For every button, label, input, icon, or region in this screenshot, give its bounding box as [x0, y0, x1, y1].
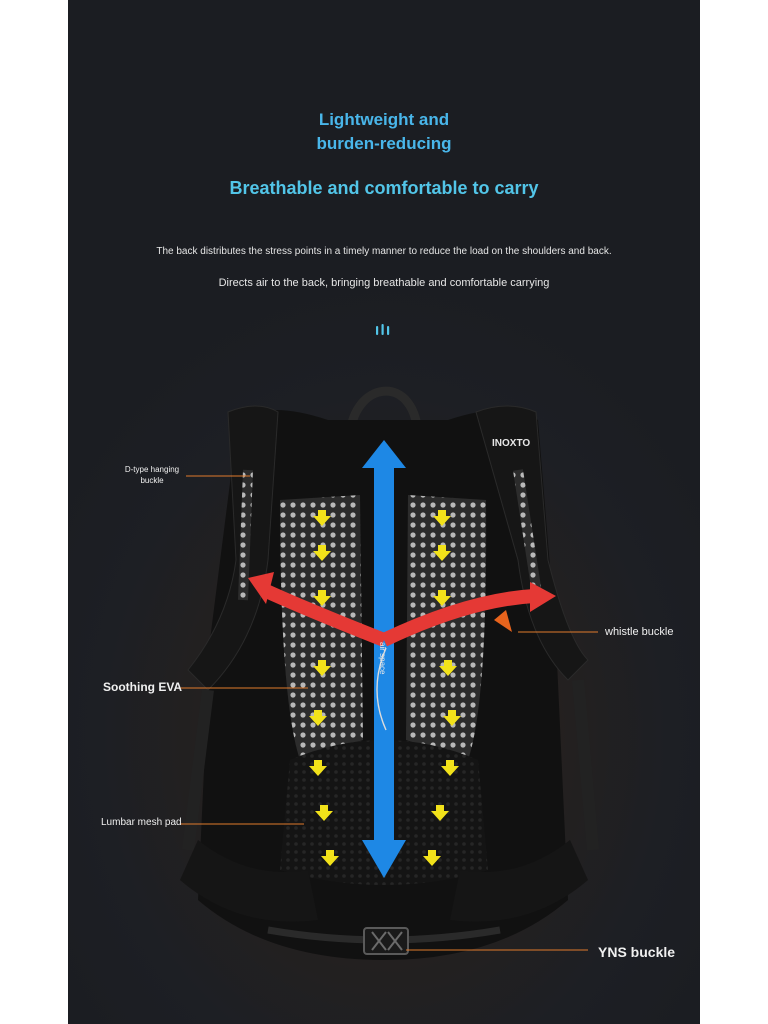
vertical-airflow-arrow	[362, 440, 406, 878]
product-panel: Lightweight and burden-reducing Breathab…	[68, 0, 700, 1024]
yns-buckle-label: YNS buckle	[598, 944, 676, 960]
brand-text: INOXTO	[492, 438, 530, 449]
subheadline: Breathable and comfortable to carry	[229, 178, 539, 198]
callout-lines	[178, 475, 598, 951]
yellow-pressure-arrows	[309, 510, 461, 866]
soothing-eva-label: Soothing EVA	[103, 680, 183, 694]
headline-line-2: burden-reducing	[316, 134, 452, 153]
air-space-text: air space	[378, 642, 387, 675]
lumbar-mesh-pad-label: Lumbar mesh pad	[101, 817, 182, 828]
right-airflow-arrow	[380, 589, 535, 647]
headline: Lightweight and burden-reducing	[68, 108, 700, 156]
d-hanging-buckle-label: D-type hanging buckle	[124, 465, 180, 485]
left-back-panel	[280, 495, 363, 760]
left-hip-belt	[180, 840, 318, 922]
headline-line-1: Lightweight and	[318, 110, 450, 129]
left-shoulder-strap	[187, 405, 279, 691]
whistle-buckle	[494, 610, 512, 632]
whistle-buckle-label: whistle buckle	[605, 626, 674, 638]
left-airflow-arrow	[261, 583, 387, 647]
right-hip-belt	[450, 840, 588, 922]
description-line-1: The back distributes the stress points i…	[156, 246, 612, 257]
air-flow-icon	[376, 324, 390, 335]
description-line-2: Directs air to the back, bringing breath…	[218, 277, 550, 289]
right-back-panel	[406, 495, 487, 760]
backpack-illustration: INOXTO air space	[178, 386, 599, 960]
